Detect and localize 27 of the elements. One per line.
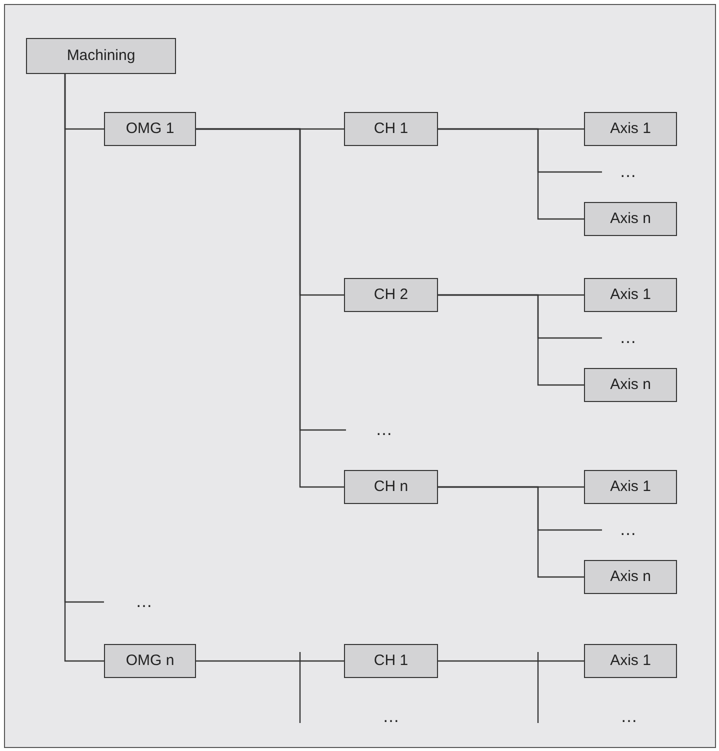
connector-line <box>438 294 584 386</box>
tree-box: OMG n <box>104 644 196 678</box>
connector-line <box>196 128 344 488</box>
connector-line <box>438 128 584 220</box>
tree-box: CH n <box>344 470 438 504</box>
tree-box: Axis n <box>584 202 677 236</box>
tree-box: Axis n <box>584 560 677 594</box>
tree-box: CH 1 <box>344 644 438 678</box>
ellipsis-text: … <box>600 321 656 355</box>
ellipsis-text: … <box>600 513 656 547</box>
tree-box: Axis 1 <box>584 470 677 504</box>
tree-box: Axis 1 <box>584 278 677 312</box>
ellipsis-text: … <box>600 155 656 189</box>
tree-box: OMG 1 <box>104 112 196 146</box>
tree-box: Axis 1 <box>584 644 677 678</box>
tree-box: Axis 1 <box>584 112 677 146</box>
ellipsis-text: … <box>382 706 400 728</box>
tree-box: CH 2 <box>344 278 438 312</box>
ellipsis-text: … <box>344 413 424 447</box>
connector-line <box>196 660 344 662</box>
tree-box: CH 1 <box>344 112 438 146</box>
ellipsis-text: … <box>620 706 638 728</box>
tree-box: Machining <box>26 38 176 74</box>
connector-line <box>438 660 584 662</box>
tree-box: Axis n <box>584 368 677 402</box>
ellipsis-text: … <box>104 585 184 619</box>
connector-line <box>438 486 584 578</box>
